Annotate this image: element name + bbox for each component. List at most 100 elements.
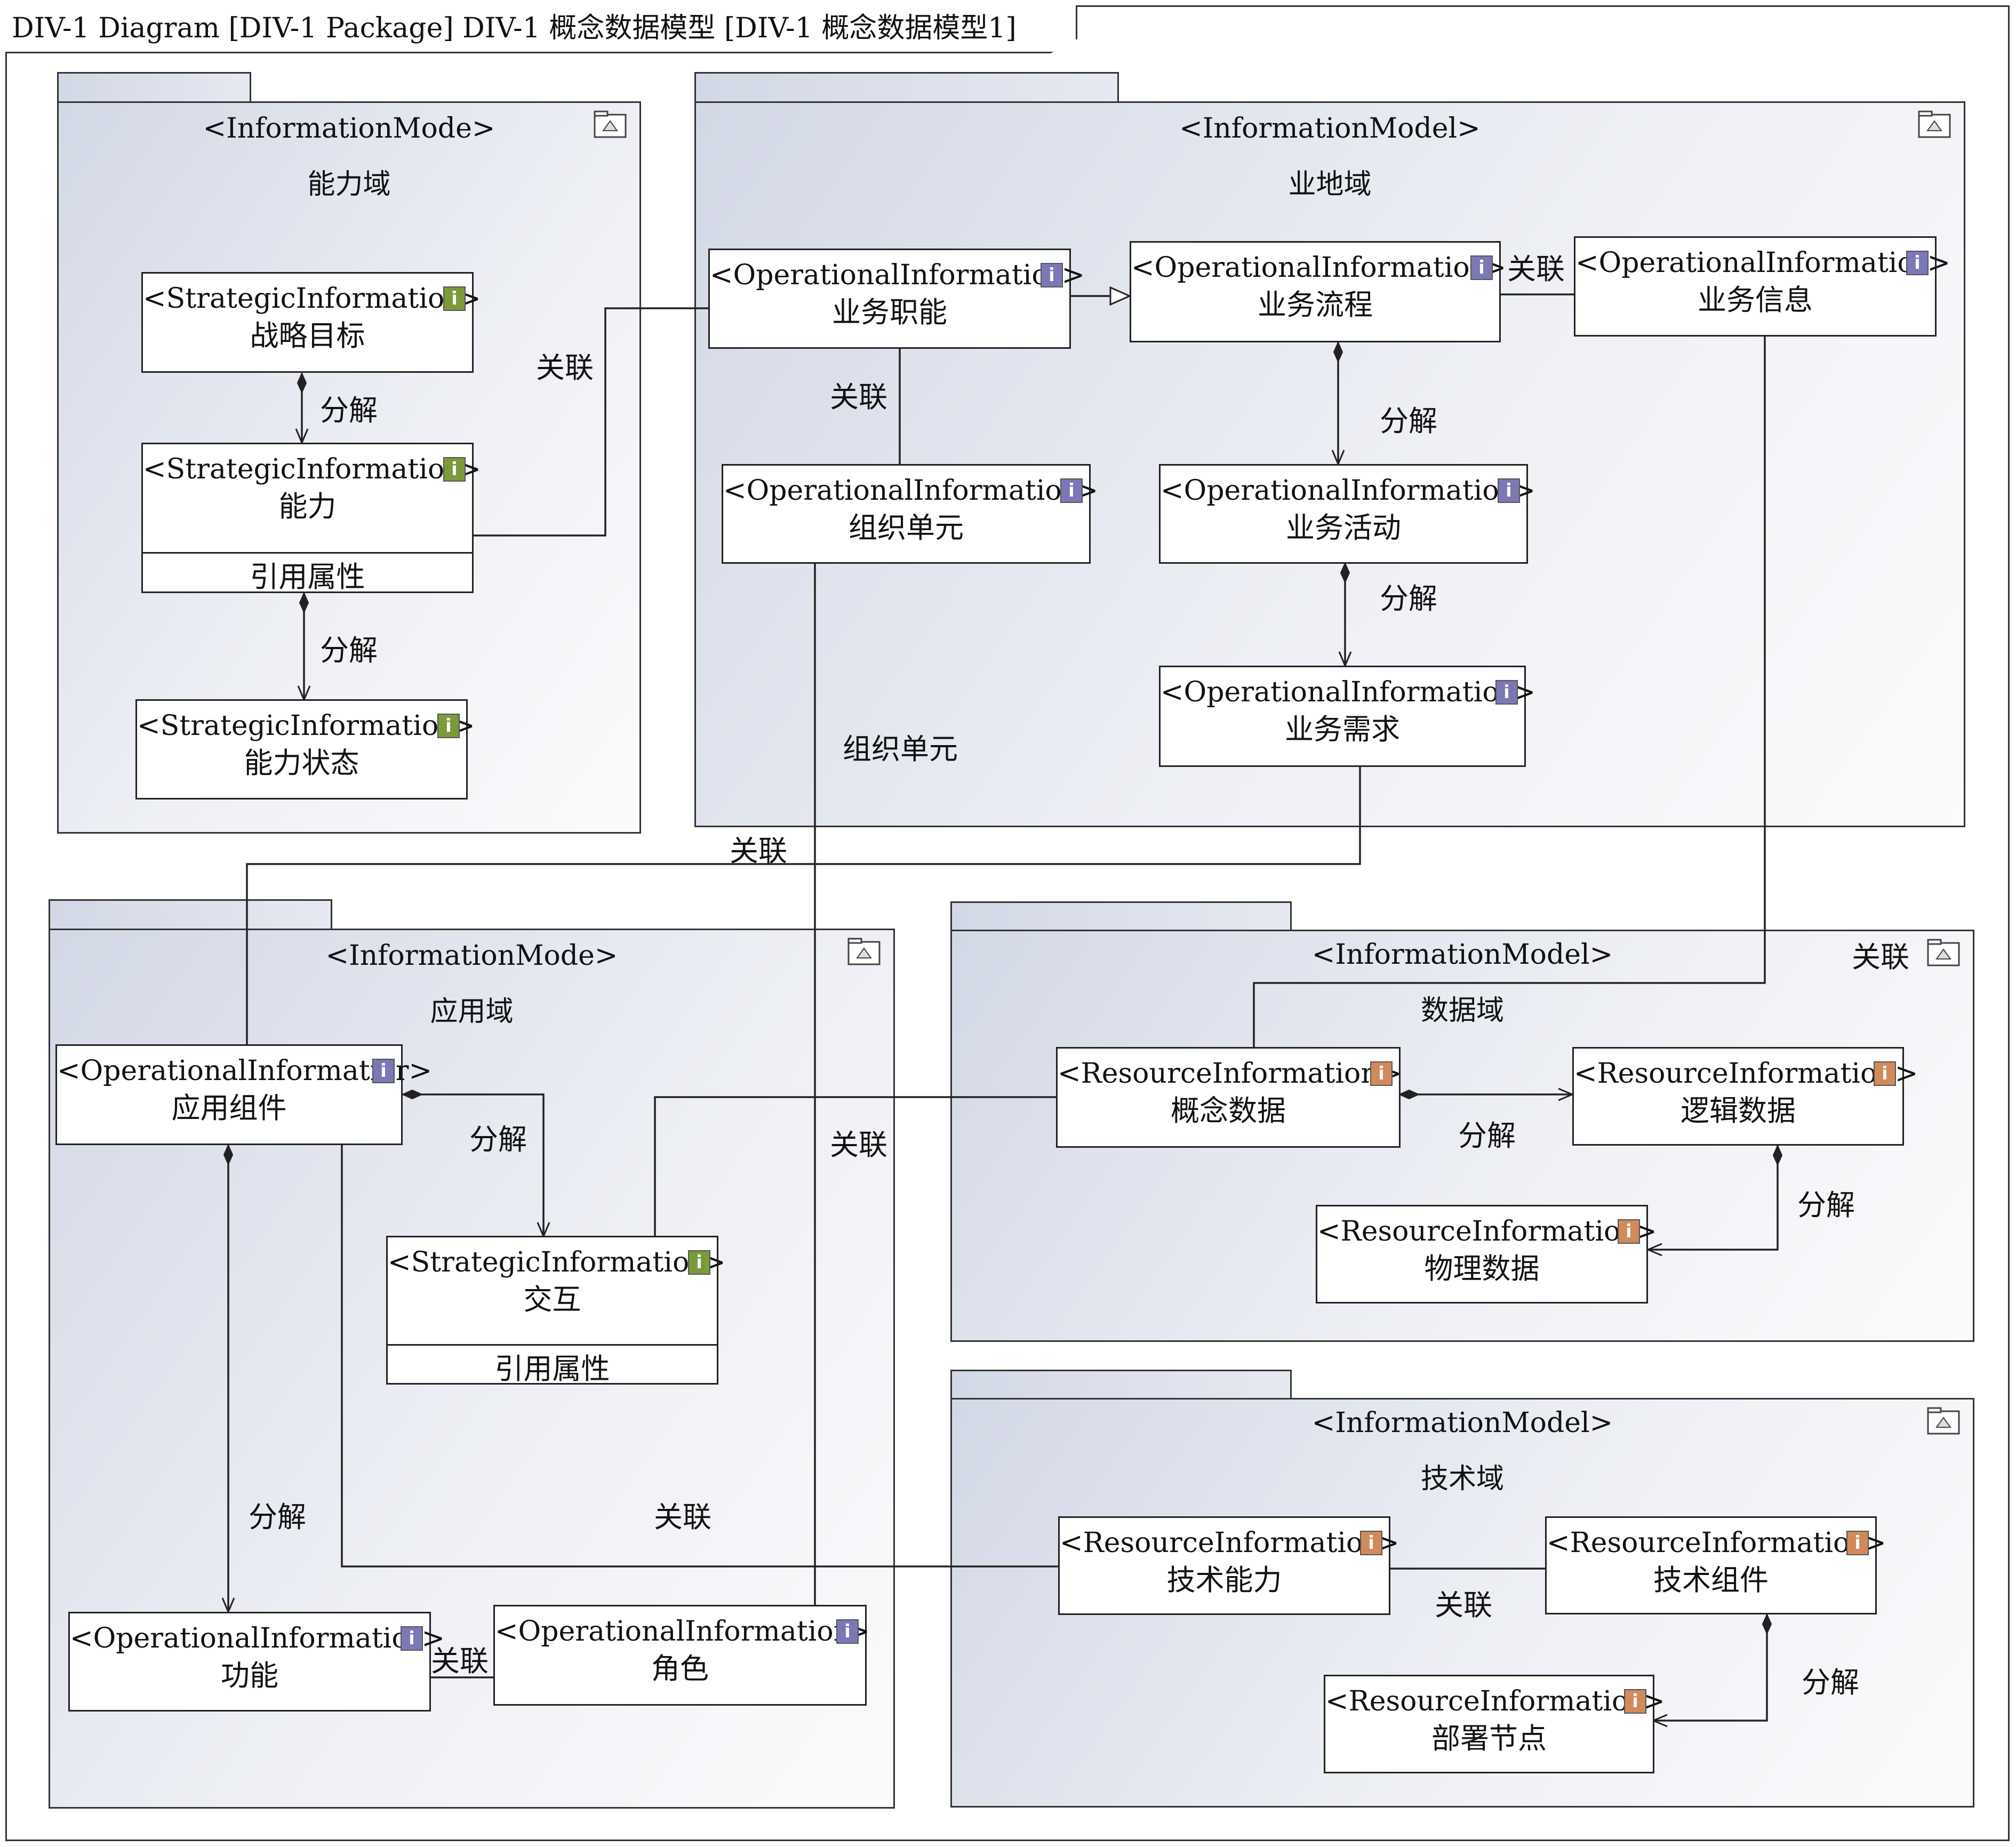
package-tab-application [49, 899, 332, 930]
class-stereotype: <OperationalInformatior> [1161, 475, 1536, 507]
class-org-unit[interactable]: <OperationalInformatior> 组织单元 i [722, 464, 1099, 564]
label-conceptual-logical: 分解 [1458, 1119, 1516, 1153]
label-capability-function: 关联 [536, 351, 594, 385]
class-name: 技术能力 [1166, 1563, 1282, 1597]
strategic-info-icon: i [443, 457, 466, 482]
edge-appcomponent-techcapability [341, 1145, 1058, 1568]
class-stereotype: <ResourceInformation> [1058, 1058, 1402, 1090]
class-stereotype: <ResourceInformatior> [1317, 1216, 1657, 1248]
edge-techcomponent-deploynode [1653, 1614, 1767, 1721]
class-function[interactable]: <OperationalInformatior>功能 i [68, 1612, 445, 1712]
class-logical-data[interactable]: <ResourceInformation>逻辑数据 i [1572, 1047, 1918, 1146]
class-interaction[interactable]: <StrategicInformatior>交互 引用属性 i [386, 1236, 726, 1386]
label-appcomponent-interaction: 分解 [469, 1123, 527, 1156]
package-tab-business [694, 72, 1119, 103]
label-goal-capability: 分解 [320, 394, 378, 427]
class-stereotype: <ResourceInformatior> [1060, 1527, 1399, 1559]
class-business-requirement[interactable]: <OperationalInformatior>业务需求 i [1159, 666, 1536, 767]
class-name: 逻辑数据 [1681, 1094, 1796, 1128]
package-icon [1927, 939, 1960, 966]
class-stereotype: <OperationalInformatior> [710, 259, 1085, 291]
class-business-process[interactable]: <OperationalInformatior> 业务流程 i [1130, 241, 1507, 342]
label-techcomponent-deploynode: 分解 [1802, 1666, 1859, 1699]
operational-info-icon: i [1470, 255, 1493, 280]
class-business-info[interactable]: <OperationalInformatior>业务信息 i [1574, 236, 1951, 337]
class-stereotype: <OperationalInformatior> [1161, 676, 1536, 708]
package-stereotype: <InformationModel> [1179, 113, 1481, 145]
package-name: 数据域 [1420, 995, 1504, 1027]
class-name: 业务职能 [832, 295, 947, 329]
class-stereotype: <StrategicInformatior> [143, 453, 481, 485]
label-techcapability-techcomponent: 关联 [1435, 1588, 1492, 1622]
label-capability-state: 分解 [320, 634, 378, 667]
class-business-activity[interactable]: <OperationalInformatior>业务活动 i [1159, 464, 1536, 564]
class-name: 角色 [651, 1652, 709, 1685]
label-function-role: 关联 [431, 1644, 489, 1678]
package-icon [847, 938, 881, 965]
operational-info-icon: i [1498, 478, 1520, 503]
label-process-activity: 分解 [1380, 404, 1437, 438]
class-app-component[interactable]: <OperationalInformatior>应用组件 i [55, 1044, 433, 1145]
class-stereotype: <OperationalInformatior> [1131, 252, 1507, 284]
class-stereotype: <ResourceInformation> [1574, 1058, 1918, 1090]
package-name: 应用域 [430, 996, 514, 1028]
package-stereotype: <InformationMode> [325, 940, 618, 972]
edge-appcomponent-interaction [403, 1094, 543, 1236]
class-stereotype: <OperationalInformatior> [495, 1616, 870, 1648]
package-name: 能力域 [307, 169, 391, 201]
class-name: 业务流程 [1258, 288, 1373, 322]
label-appcomponent-techcapability: 关联 [654, 1500, 711, 1534]
class-name: 物理数据 [1424, 1252, 1540, 1285]
edge-logical-physical [1648, 1146, 1778, 1250]
class-stereotype: <OperationalInformatior> [57, 1055, 433, 1087]
class-conceptual-data[interactable]: <ResourceInformation> 概念数据 i [1056, 1047, 1402, 1148]
operational-info-icon: i [401, 1626, 423, 1651]
label-appcomponent-function: 分解 [249, 1500, 306, 1534]
label-orgunit-role: 组织单元 [843, 732, 958, 766]
operational-info-icon: i [1060, 478, 1083, 503]
edge-requirement-appcomponent [246, 767, 1361, 1044]
class-strategic-goal[interactable]: <StrategicInformatior>战略目标 i [141, 272, 481, 373]
class-name: 战略目标 [250, 319, 365, 353]
strategic-info-icon: i [688, 1250, 710, 1275]
class-tech-capability[interactable]: <ResourceInformatior>技术能力 i [1058, 1516, 1399, 1615]
class-name: 应用组件 [171, 1091, 287, 1125]
class-stereotype: <OperationalInformatior> [1575, 247, 1951, 279]
class-tech-component[interactable]: <ResourceInformatior>技术组件 i [1545, 1516, 1886, 1614]
class-capability[interactable]: <StrategicInformatior>能力 引用属性 i [141, 443, 481, 594]
class-name: 业务需求 [1285, 713, 1400, 746]
class-name: 部署节点 [1431, 1722, 1547, 1755]
class-stereotype: <StrategicInformatior> [137, 710, 475, 742]
package-tab-capability [57, 72, 251, 103]
label-requirement-appcomponent: 关联 [730, 834, 787, 868]
class-physical-data[interactable]: <ResourceInformatior>物理数据 i [1316, 1205, 1657, 1304]
class-deploy-node[interactable]: <ResourceInformatior>部署节点 i [1324, 1675, 1665, 1773]
class-name: 功能 [221, 1659, 278, 1692]
class-attribute: 引用属性 [388, 1344, 717, 1393]
package-icon [1927, 1407, 1960, 1435]
label-logical-physical: 分解 [1797, 1188, 1855, 1222]
package-stereotype: <InformationModel> [1311, 939, 1613, 971]
class-capability-state[interactable]: <StrategicInformatior>能力状态 i [135, 699, 475, 799]
class-role[interactable]: <OperationalInformatior>角色 i [493, 1605, 870, 1706]
diagram-title: DIV-1 Diagram [DIV-1 Package] DIV-1 概念数据… [5, 5, 1077, 53]
class-stereotype: <StrategicInformatior> [388, 1246, 726, 1278]
resource-info-icon: i [1846, 1531, 1869, 1555]
class-name: 概念数据 [1171, 1094, 1286, 1128]
resource-info-icon: i [1370, 1061, 1393, 1086]
class-business-function[interactable]: <OperationalInformatior>业务职能 i [708, 249, 1085, 349]
package-icon [594, 110, 627, 138]
label-info-conceptual: 关联 [1852, 940, 1909, 974]
class-name: 交互 [523, 1283, 581, 1316]
label-activity-requirement: 分解 [1380, 582, 1437, 615]
package-name: 技术域 [1420, 1463, 1504, 1495]
package-icon [1918, 110, 1951, 138]
resource-info-icon: i [1624, 1689, 1646, 1714]
class-name: 业务信息 [1698, 283, 1813, 317]
package-name: 业地域 [1288, 169, 1372, 201]
class-name: 组织单元 [849, 511, 964, 545]
label-interaction-conceptual: 关联 [830, 1128, 887, 1162]
edge-capability-function [474, 307, 709, 537]
class-stereotype: <OperationalInformatior> [723, 475, 1099, 507]
